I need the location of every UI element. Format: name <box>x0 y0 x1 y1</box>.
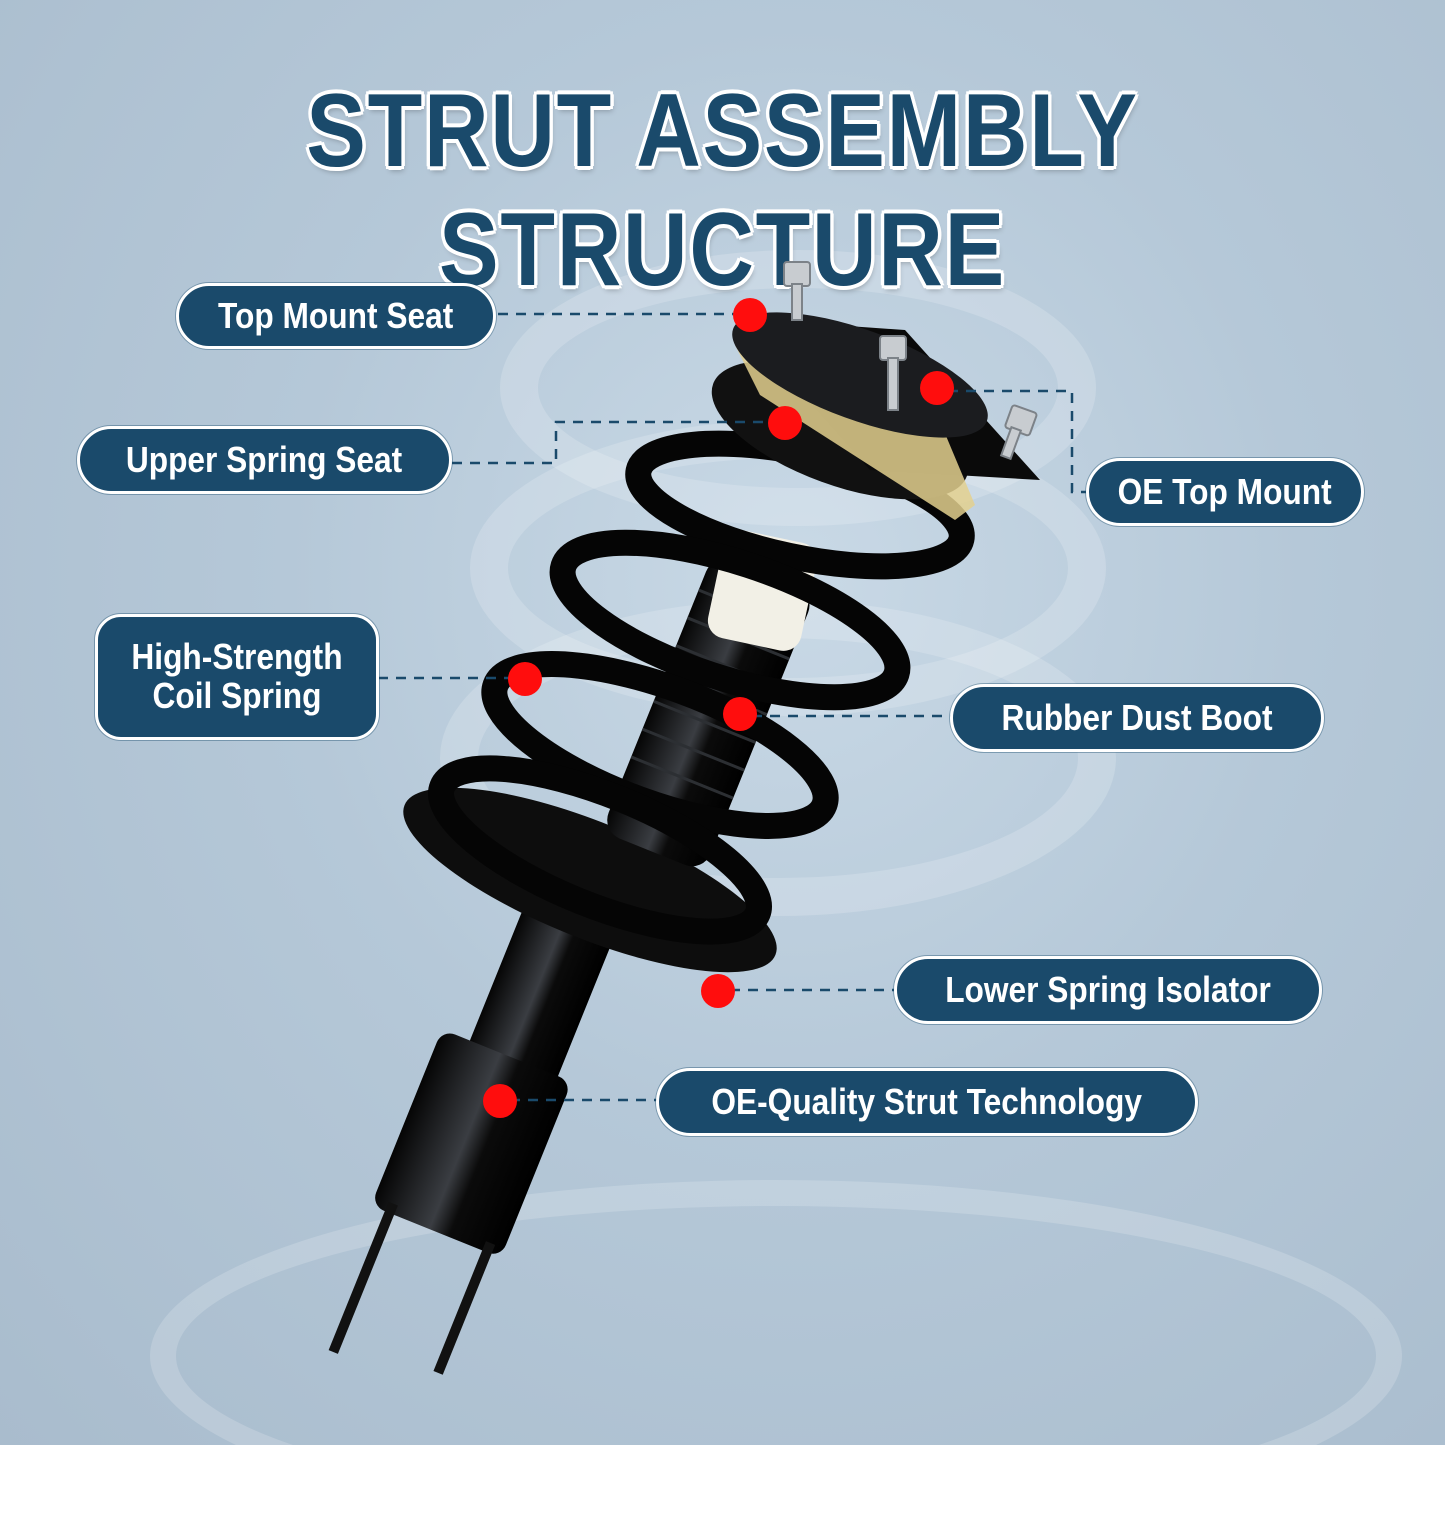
marker-top-mount-seat <box>733 298 767 332</box>
markers <box>483 298 954 1118</box>
label-text: OE-Quality Strut Technology <box>711 1080 1143 1122</box>
label-lower-spring-isolator: Lower Spring Isolator <box>894 956 1322 1024</box>
marker-strut-technology <box>483 1084 517 1118</box>
page-title: STRUT ASSEMBLY STRUCTURE <box>306 73 1139 308</box>
label-text: Lower Spring Isolator <box>945 968 1271 1010</box>
label-top-mount-seat: Top Mount Seat <box>176 283 496 349</box>
marker-rubber-dust-boot <box>723 697 757 731</box>
mount-bolts <box>783 261 1038 461</box>
marker-oe-top-mount <box>920 371 954 405</box>
marker-coil-spring <box>508 662 542 696</box>
label-text: Upper Spring Seat <box>126 438 403 480</box>
coil-spring <box>428 430 975 945</box>
leader-line-upper-spring-seat <box>452 420 775 465</box>
marker-lower-spring-isolator <box>701 974 735 1008</box>
label-strut-technology: OE-Quality Strut Technology <box>656 1068 1198 1136</box>
label-text: OE Top Mount <box>1117 470 1333 512</box>
label-text-line2: Coil Spring <box>152 675 322 716</box>
label-text-line1: High-Strength <box>131 636 343 678</box>
leader-line-oe-top-mount <box>948 389 1088 494</box>
label-oe-top-mount: OE Top Mount <box>1086 458 1364 526</box>
strut-assembly-illustration <box>328 261 1088 1375</box>
label-text: Rubber Dust Boot <box>1001 696 1273 738</box>
label-coil-spring: High-Strength Coil Spring <box>95 614 379 740</box>
marker-upper-spring-seat <box>768 406 802 440</box>
label-rubber-dust-boot: Rubber Dust Boot <box>950 684 1324 752</box>
leader-lines <box>378 312 1088 1102</box>
label-text: Top Mount Seat <box>218 294 454 336</box>
label-upper-spring-seat: Upper Spring Seat <box>77 426 452 494</box>
